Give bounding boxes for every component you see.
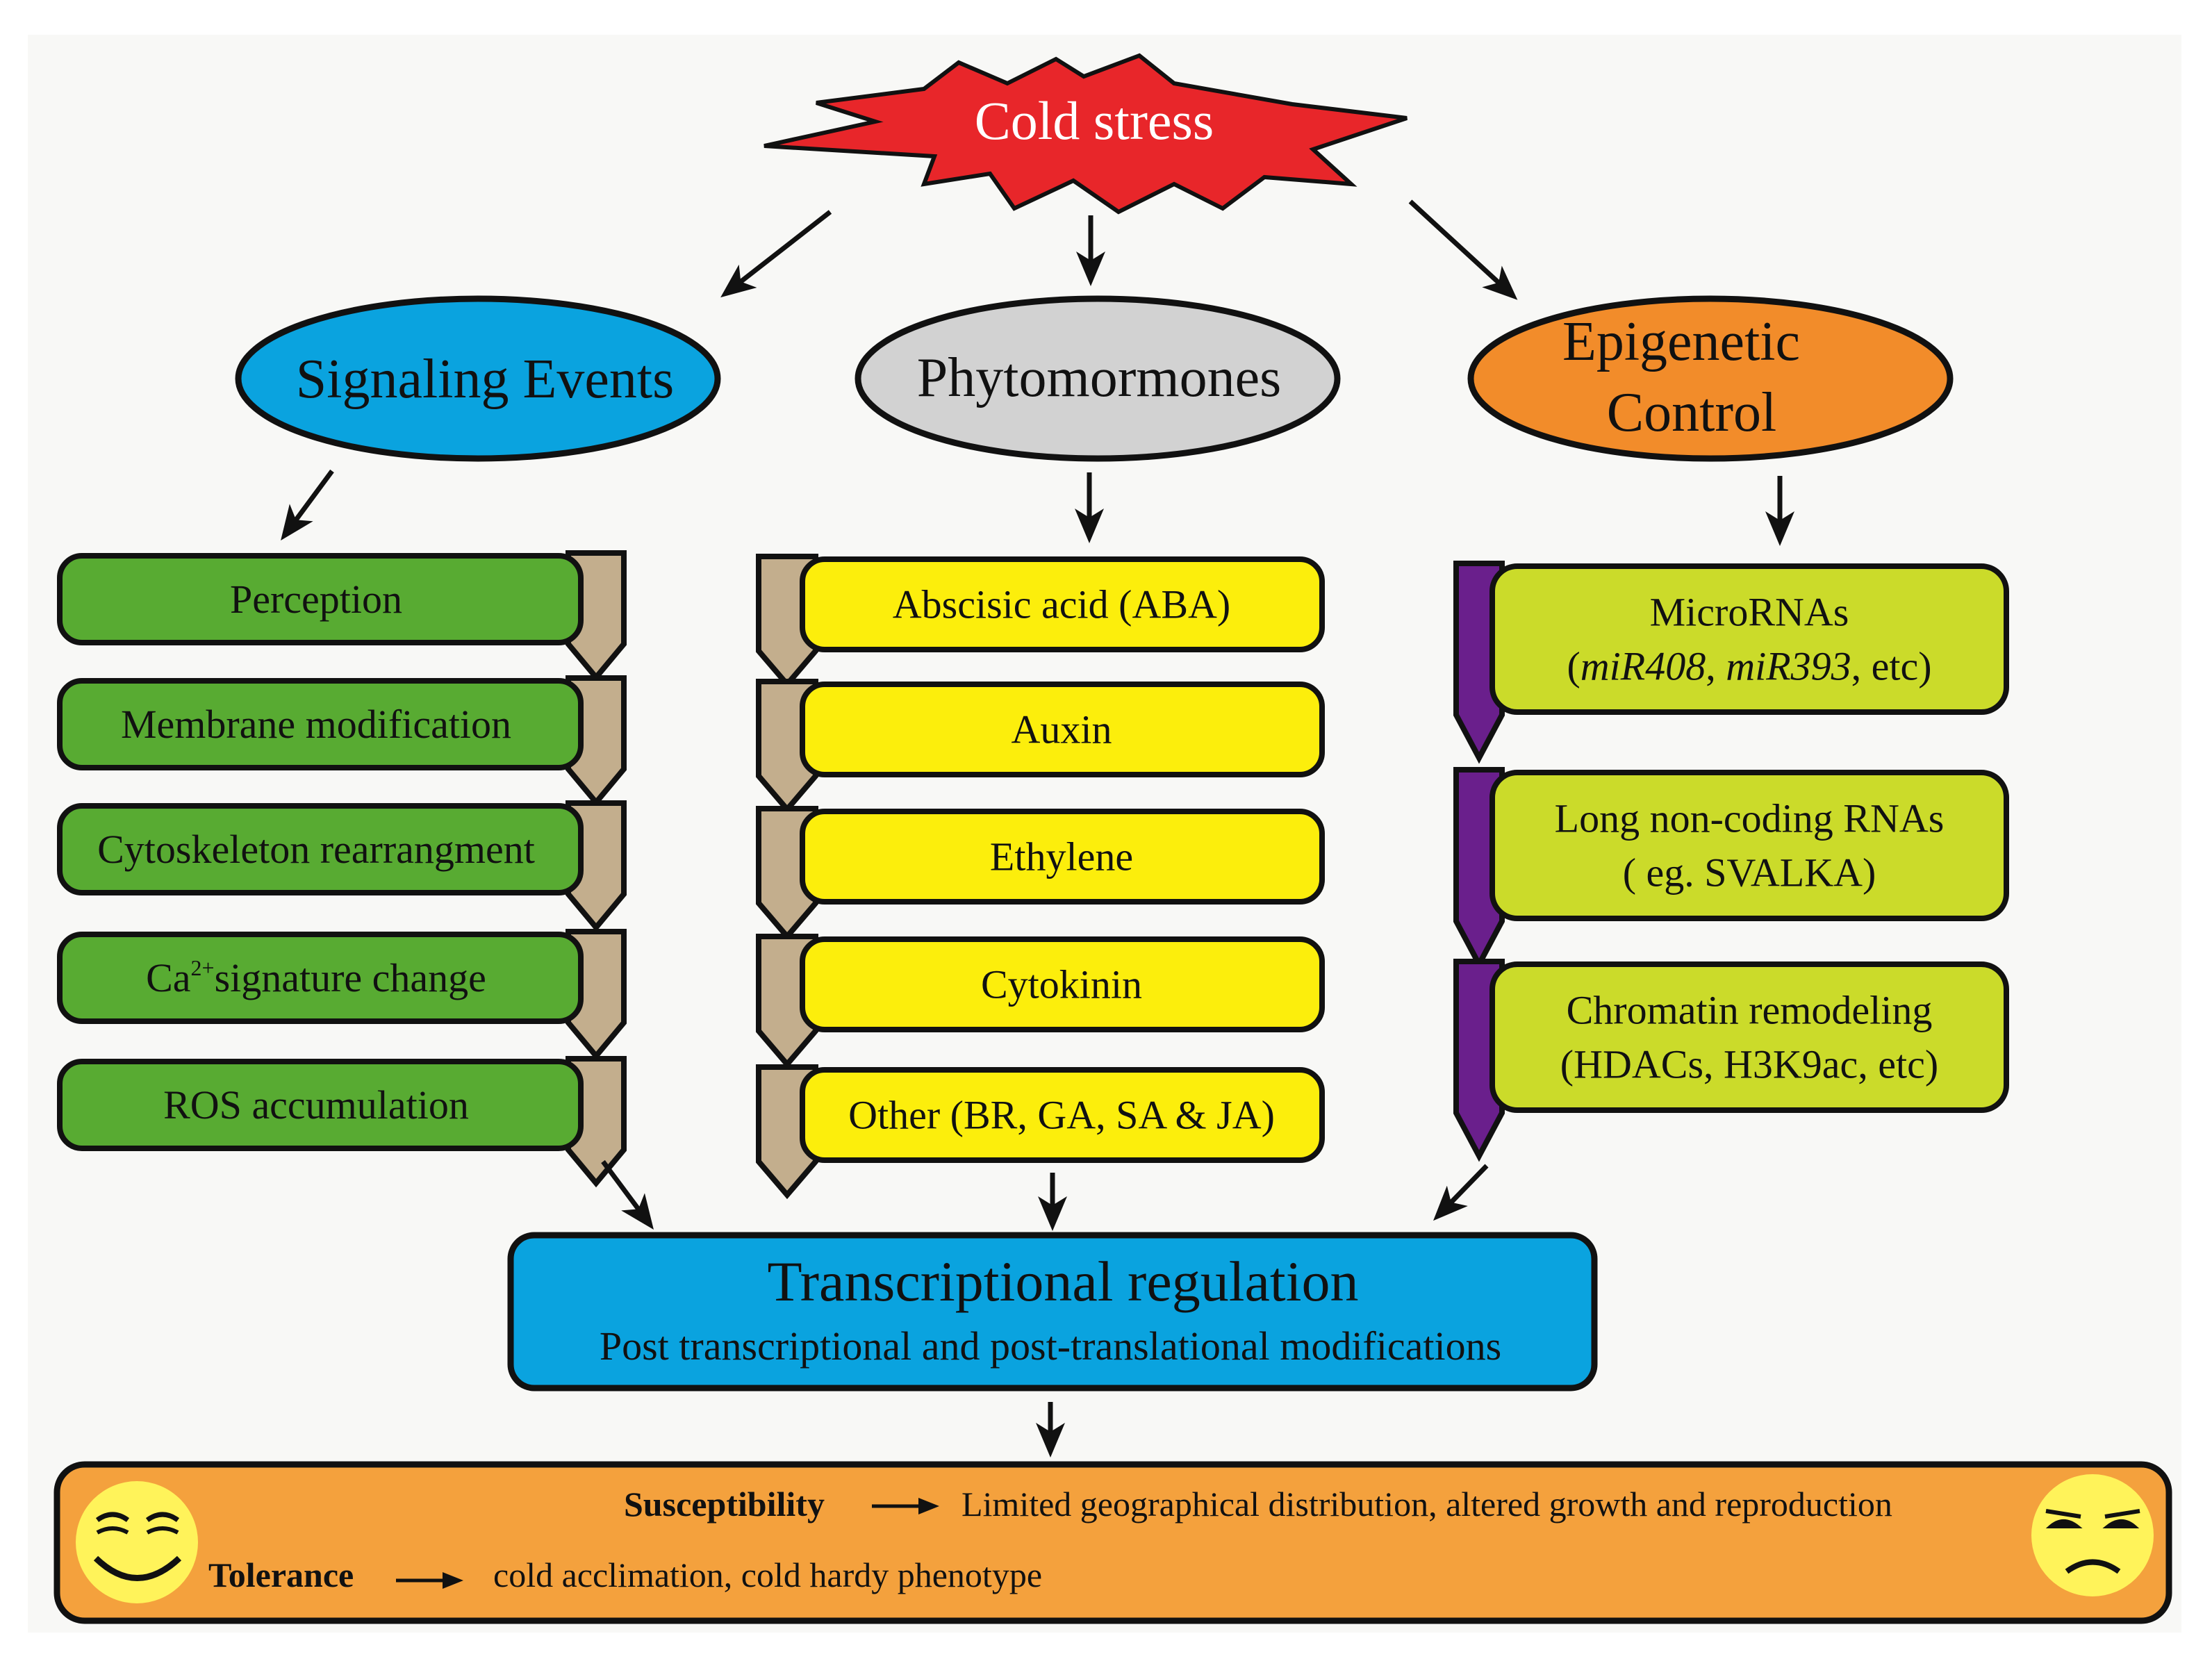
epigenetic-control-list: MicroRNAs(miR408, miR393, etc) Long non-c… [1453,561,2009,1162]
outcome-band-box [53,1461,2172,1624]
signaling-events-node: Signaling Events [235,295,721,462]
item-box [800,682,1325,777]
regulation-subtitle: Post transcriptional and post-translatio… [600,1323,1501,1369]
tolerance-label: Tolerance [208,1555,354,1594]
phytohormones-list: Abscisic acid (ABA) AuxinEthyleneCytokini… [756,554,1325,1200]
item-box [800,809,1325,905]
item-label: ROS accumulation [163,1082,469,1128]
arrow-epigenetic-to-regulation [1433,1164,1489,1221]
item-box [800,556,1325,652]
item-label: Cytokinin [981,962,1142,1007]
phytohormones-title: Phytomormones [917,347,1281,408]
transcriptional-regulation-box [507,1232,1598,1392]
item-label: Other (BR, GA, SA & JA) [848,1093,1275,1138]
phytohormone-item: Abscisic acid (ABA) [756,554,1325,689]
item-label: Cytoskeleton rearrangment [97,827,535,872]
arrow-right-icon [872,1498,939,1514]
arrow-to-signaling [720,210,832,298]
cold-stress-label: Cold stress [975,90,1214,151]
item-label: Membrane modification [121,702,511,747]
signaling-item: Membrane modification [57,675,627,807]
arrow-signaling-to-regulation [601,1159,654,1230]
item-label: Chromatin remodeling(HDACs, H3K9ac, etc) [1560,988,1938,1087]
item-box [57,932,584,1024]
phytohormone-item: Other (BR, GA, SA & JA) [756,1064,1325,1200]
item-box [57,678,584,770]
cold-stress-node: Cold stress [764,53,1408,215]
phytohormone-item: Cytokinin [756,934,1325,1069]
stress-arrows [720,199,1518,300]
phytohormones-node: Phytomormones [855,295,1341,462]
regulation-title: Transcriptional regulation [768,1250,1359,1313]
epigenetic-control-ellipse [1467,295,1954,462]
item-label: Long non-coding RNAs( eg. SVALKA) [1555,796,1945,895]
epigenetic-item: MicroRNAs(miR408, miR393, etc) [1453,561,2009,764]
susceptibility-label: Susceptibility [624,1485,825,1524]
epigenetic-item: Long non-coding RNAs( eg. SVALKA) [1453,767,2009,971]
arrow-signaling-down [281,469,334,541]
smiling-face-icon [76,1481,198,1603]
item-box [800,1067,1325,1163]
item-box [1489,961,2009,1113]
item-label: Ca2+signature change [146,955,486,1000]
face-circle [76,1481,198,1603]
signaling-events-ellipse [235,295,721,462]
outcome-band: Susceptibility Limited geographical dist… [53,1461,2172,1624]
branch-arrows [281,469,1794,546]
item-label: MicroRNAs(miR408, miR393, etc) [1567,590,1931,689]
item-label: Ethylene [990,834,1133,880]
arrow-right-icon [396,1572,463,1589]
signaling-item: Cytoskeleton rearrangment [57,800,627,932]
epigenetic-item: Chromatin remodeling(HDACs, H3K9ac, etc) [1453,959,2009,1162]
sad-face-icon [2031,1474,2154,1596]
item-label: Auxin [1012,707,1112,752]
item-box [57,803,584,895]
phytohormone-item: Ethylene [756,806,1325,941]
transcriptional-regulation-node: Transcriptional regulation Post transcri… [507,1232,1598,1392]
item-box [1489,770,2009,921]
epigenetic-control-title: Epigenetic Control [1562,311,1814,443]
signaling-item: Ca2+signature change [57,929,627,1061]
tolerance-text: cold acclimation, cold hardy phenotype [493,1555,1042,1594]
face-circle [2031,1474,2154,1596]
item-box [57,1059,584,1151]
phytohormone-item: Auxin [756,679,1325,814]
regulation-arrows [601,1159,1489,1231]
item-label: Perception [230,577,402,622]
epigenetic-control-node: Epigenetic Control [1467,295,1954,462]
phytohormones-ellipse [855,295,1341,462]
signaling-item: Perception [57,550,627,682]
susceptibility-text: Limited geographical distribution, alter… [961,1485,1892,1524]
item-box [800,936,1325,1032]
item-label: Abscisic acid (ABA) [893,582,1230,627]
signaling-events-title: Signaling Events [296,349,674,410]
arrow-to-epigenetic [1408,199,1518,300]
starburst-shape [764,53,1408,215]
signaling-item: ROS accumulation [57,1056,627,1188]
item-box [57,553,584,645]
item-box [1489,563,2009,715]
